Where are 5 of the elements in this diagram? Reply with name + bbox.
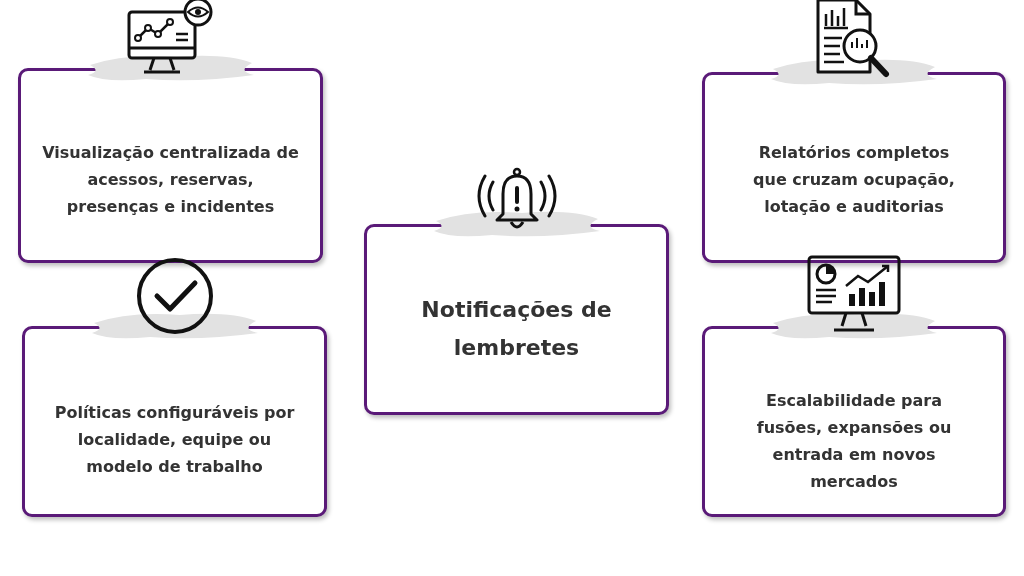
card-text: Políticas configuráveis por localidade, equipe ou modelo de trabalho — [53, 402, 296, 478]
card-text: Escalabilidade para fusões, expansões ou entrada em novos mercados — [755, 390, 953, 493]
card-text: Relatórios completos que cruzam ocupação, lotação e auditorias — [752, 142, 956, 218]
card-text: Visualização centralizada de acessos, reservas, presenças e incidentes — [41, 142, 300, 218]
card-text: Notificações de lembretes — [420, 296, 613, 362]
